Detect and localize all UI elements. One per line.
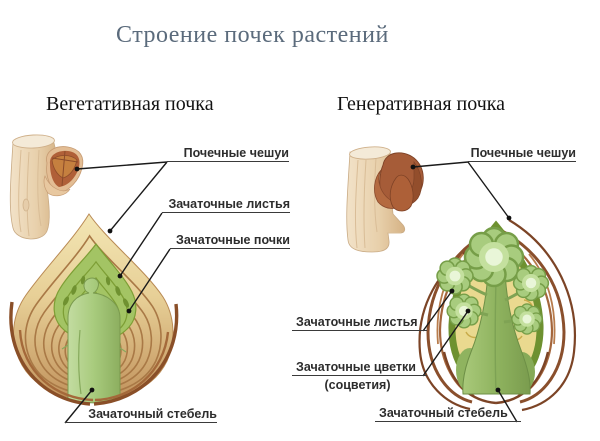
page-title: Строение почек растений bbox=[116, 22, 389, 48]
label-right-rudimentary-stem: Зачаточный стебель bbox=[375, 406, 521, 422]
left-bud-stem bbox=[61, 277, 127, 404]
label-right-bud-scales: Почечные чешуи bbox=[468, 146, 576, 162]
right-panel-heading: Генеративная почка bbox=[337, 93, 506, 115]
callout-dots bbox=[74, 164, 512, 393]
label-right-rudimentary-leaves: Зачаточные листья bbox=[292, 315, 427, 331]
label-right-inflorescences: (соцветия) bbox=[324, 378, 391, 392]
left-panel-heading: Вегетативная почка bbox=[46, 93, 214, 115]
left-twig bbox=[9, 134, 84, 240]
label-left-rudimentary-leaves: Зачаточные листья bbox=[162, 197, 290, 213]
left-bud-primordia bbox=[62, 275, 130, 308]
flower-cluster bbox=[512, 264, 550, 302]
flower-cluster bbox=[436, 257, 474, 295]
right-bud-section bbox=[418, 219, 576, 412]
callout-lines bbox=[64, 161, 518, 424]
flower-cluster bbox=[511, 303, 543, 335]
label-right-rudimentary-flowers: Зачаточные цветки bbox=[292, 360, 427, 376]
left-bud-outer-wings bbox=[9, 301, 179, 406]
label-left-rudimentary-stem: Зачаточный стебель bbox=[65, 407, 217, 423]
right-twig bbox=[346, 146, 424, 253]
right-bud-scales-closed bbox=[374, 152, 424, 212]
label-left-bud-scales: Почечные чешуи bbox=[167, 146, 289, 162]
left-bud-section bbox=[9, 213, 179, 406]
flower-cluster bbox=[463, 226, 525, 288]
label-left-rudimentary-buds: Зачаточные почки bbox=[170, 233, 290, 249]
flower-cluster bbox=[446, 293, 482, 329]
